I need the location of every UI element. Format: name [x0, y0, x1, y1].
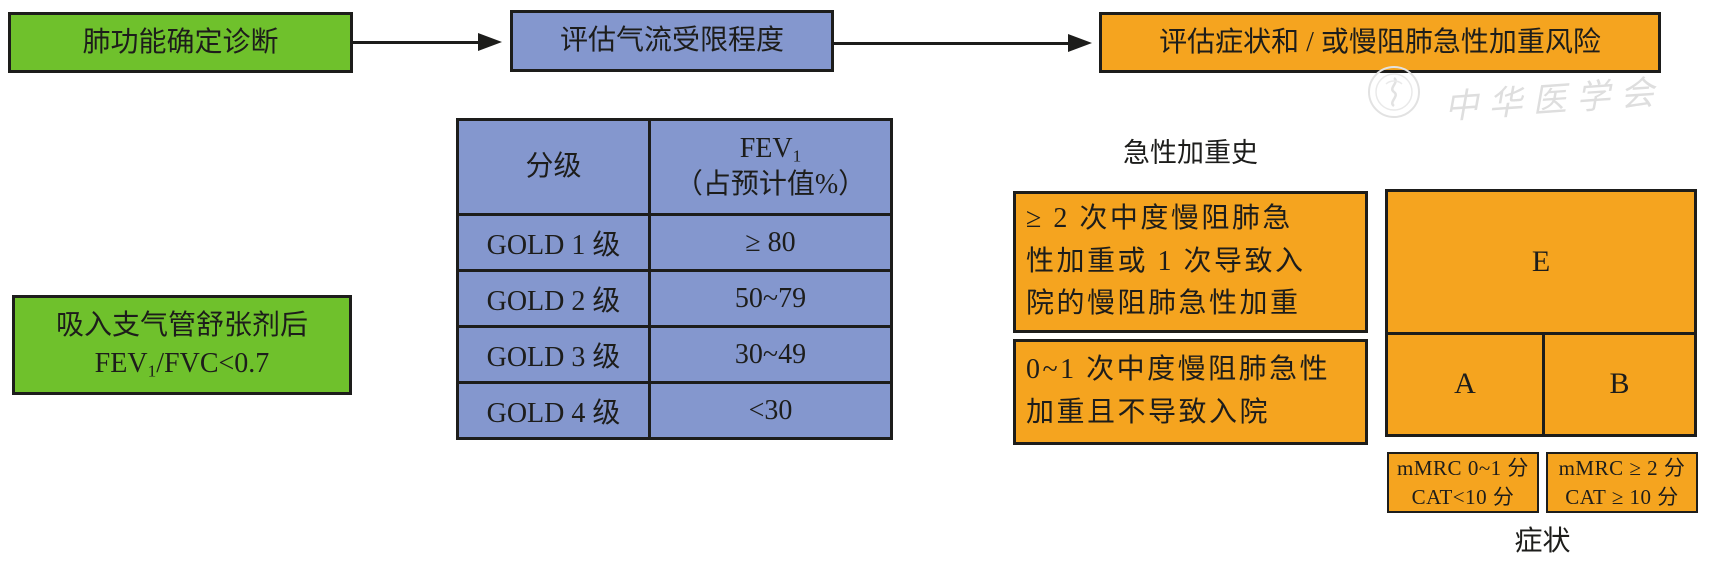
diagnosis-criteria-line2: FEV1/FVC<0.7 — [95, 345, 270, 383]
fev-text: FEV — [739, 132, 793, 164]
group-a-cell: A — [1385, 332, 1545, 437]
table-row: GOLD 2 级 50~79 — [456, 269, 893, 328]
table-row: GOLD 1 级 ≥ 80 — [456, 213, 893, 272]
value-cell: 30~49 — [648, 325, 893, 384]
high-risk-criteria-box: ≥ 2 次中度慢阻肺急 性加重或 1 次导致入 院的慢阻肺急性加重 — [1013, 191, 1368, 333]
group-a-label: A — [1454, 367, 1476, 401]
value-cell: 50~79 — [648, 269, 893, 328]
high-risk-line1: ≥ 2 次中度慢阻肺急 — [1026, 203, 1293, 235]
exacerbation-history-axis-label: 急性加重史 — [1123, 138, 1258, 168]
fev-column-header: FEV1 （占预计值%） — [648, 118, 893, 216]
fev-header-line2: （占预计值%） — [674, 169, 867, 200]
low-risk-line2: 加重且不导致入院 — [1026, 397, 1271, 428]
value-cell: ≥ 80 — [648, 213, 893, 272]
watermark: 中华医学会 — [1366, 64, 1665, 128]
fev-subscript: 1 — [792, 145, 802, 165]
table-header-row: 分级 FEV1 （占预计值%） — [456, 118, 893, 216]
mmrc-low-label: mMRC 0~1 分 — [1397, 456, 1529, 481]
value-cell: <30 — [648, 381, 893, 440]
watermark-text: 中华医学会 — [1443, 74, 1666, 127]
arrowhead-icon — [478, 33, 502, 51]
diagnosis-criteria-box: 吸入支气管舒张剂后 FEV1/FVC<0.7 — [12, 295, 352, 395]
symptom-score-high-box: mMRC ≥ 2 分 CAT ≥ 10 分 — [1546, 452, 1698, 513]
flow-step-symptom-risk-box: 评估症状和 / 或慢阻肺急性加重风险 — [1099, 12, 1661, 73]
gold-grade-table: 分级 FEV1 （占预计值%） GOLD 1 级 ≥ 80 GOLD 2 级 5… — [456, 118, 893, 440]
table-row: GOLD 4 级 <30 — [456, 381, 893, 440]
flow-step-airflow-box: 评估气流受限程度 — [510, 10, 834, 72]
group-b-label: B — [1609, 367, 1630, 401]
grade-cell: GOLD 4 级 — [456, 381, 651, 440]
grade-column-header: 分级 — [456, 118, 651, 216]
diagnosis-criteria-line1: 吸入支气管舒张剂后 — [55, 310, 308, 342]
symptoms-axis-label: 症状 — [1514, 526, 1571, 557]
flow-step-airflow-label: 评估气流受限程度 — [559, 25, 784, 57]
mmrc-high-label: mMRC ≥ 2 分 — [1558, 456, 1686, 481]
grade-cell: GOLD 3 级 — [456, 325, 651, 384]
grade-cell: GOLD 2 级 — [456, 269, 651, 328]
low-risk-criteria-box: 0~1 次中度慢阻肺急性 加重且不导致入院 — [1013, 339, 1368, 445]
arrow-icon — [834, 42, 1070, 45]
fvc-ratio-text: /FVC<0.7 — [156, 348, 270, 379]
arrowhead-icon — [1068, 34, 1092, 52]
medical-association-logo-icon — [1368, 66, 1420, 118]
table-row: GOLD 3 级 30~49 — [456, 325, 893, 384]
cat-low-label: CAT<10 分 — [1411, 484, 1515, 509]
flow-step-symptom-risk-label: 评估症状和 / 或慢阻肺急性加重风险 — [1159, 26, 1601, 58]
fev-subscript: 1 — [147, 361, 157, 381]
symptom-score-low-box: mMRC 0~1 分 CAT<10 分 — [1387, 452, 1539, 513]
fev-header-line1: FEV1 — [651, 131, 890, 167]
low-risk-line1: 0~1 次中度慢阻肺急性 — [1026, 354, 1331, 386]
group-b-cell: B — [1542, 332, 1697, 437]
high-risk-line3: 院的慢阻肺急性加重 — [1026, 288, 1301, 320]
group-e-cell: E — [1385, 189, 1697, 335]
arrow-icon — [353, 41, 480, 44]
flow-step-diagnosis-label: 肺功能确定诊断 — [82, 26, 279, 58]
cat-high-label: CAT ≥ 10 分 — [1565, 484, 1679, 509]
flow-step-diagnosis-box: 肺功能确定诊断 — [8, 12, 353, 73]
high-risk-line2: 性加重或 1 次导致入 — [1026, 245, 1306, 277]
group-e-label: E — [1531, 244, 1551, 278]
grade-cell: GOLD 1 级 — [456, 213, 651, 272]
fev-text: FEV — [94, 348, 148, 379]
